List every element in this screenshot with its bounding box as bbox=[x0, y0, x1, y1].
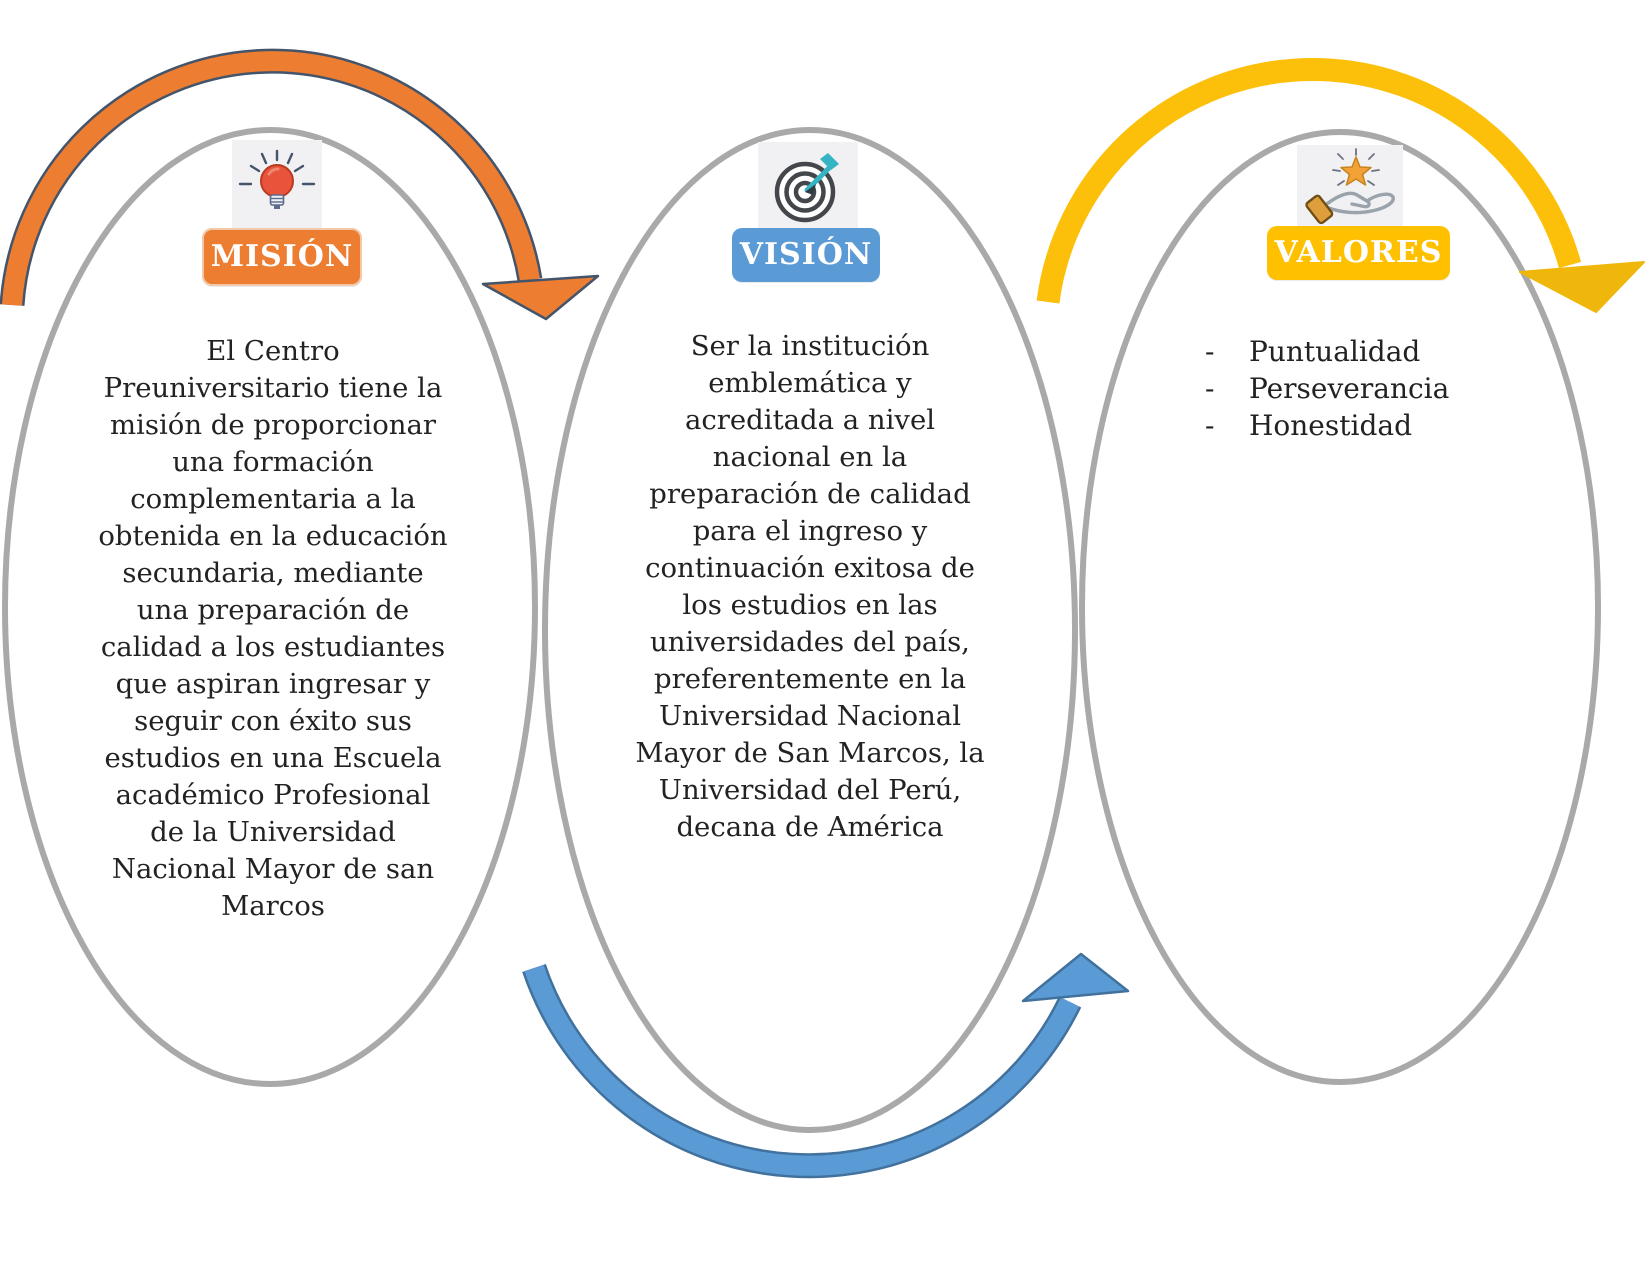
mission-badge: MISIÓN bbox=[202, 228, 362, 286]
list-dash: - bbox=[1205, 335, 1215, 368]
yellow-curved-arrow bbox=[1036, 58, 1645, 313]
list-item: - Honestidad bbox=[1205, 407, 1449, 444]
list-item: - Puntualidad bbox=[1205, 333, 1449, 370]
lightbulb-icon bbox=[232, 140, 322, 228]
list-dash: - bbox=[1205, 372, 1215, 405]
value-label: Perseverancia bbox=[1249, 372, 1450, 405]
list-dash: - bbox=[1205, 409, 1215, 442]
target-icon bbox=[758, 142, 858, 232]
values-list: - Puntualidad - Perseverancia - Honestidad bbox=[1205, 333, 1449, 444]
value-label: Honestidad bbox=[1249, 409, 1412, 442]
values-ellipse bbox=[1079, 129, 1601, 1085]
orange-curved-arrow bbox=[0, 48, 600, 321]
mission-ellipse bbox=[2, 127, 538, 1087]
list-item: - Perseverancia bbox=[1205, 370, 1449, 407]
blue-curved-arrow bbox=[522, 952, 1130, 1179]
vision-ellipse bbox=[542, 127, 1078, 1133]
value-label: Puntualidad bbox=[1249, 335, 1421, 368]
hand-star-icon bbox=[1297, 145, 1403, 235]
values-badge: VALORES bbox=[1267, 226, 1450, 280]
vision-badge: VISIÓN bbox=[732, 228, 880, 282]
